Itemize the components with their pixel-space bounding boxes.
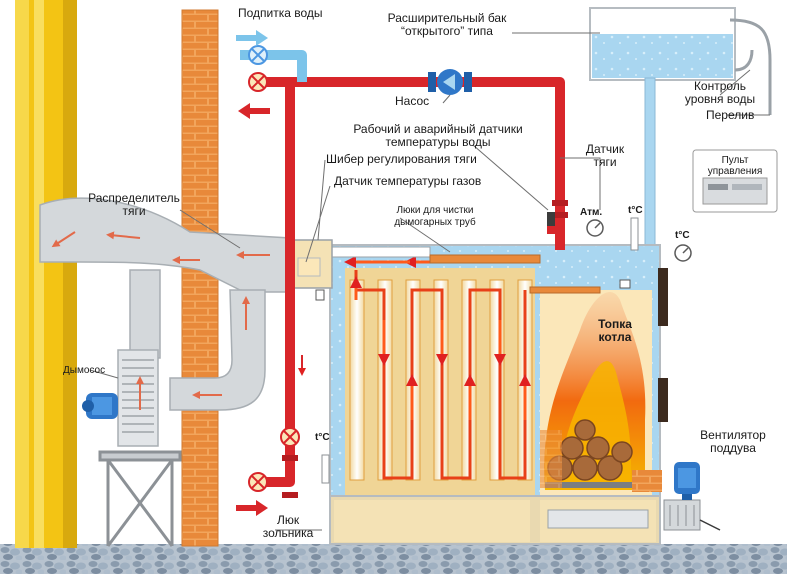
smoke-duct <box>39 197 291 447</box>
label-smoke-exhauster: Дымосос <box>63 365 106 376</box>
label-draft-sensor-2: тяги <box>593 155 617 169</box>
label-level-control-1: Контроль <box>693 79 747 93</box>
motor-icon <box>674 462 700 500</box>
pipe-flanges <box>282 200 568 498</box>
label-fan-1: Вентилятор <box>700 428 766 442</box>
label-temp-gauge-3: t°C <box>315 432 330 443</box>
label-draft-distributor-2: тяги <box>122 204 146 218</box>
chimney <box>15 0 77 548</box>
arrow-icon <box>236 30 306 516</box>
label-hatches-2: дымогарных труб <box>394 217 476 228</box>
firebox-fire <box>540 291 662 492</box>
hatch-right <box>429 254 541 264</box>
label-draft-damper: Шибер регулирования тяги <box>326 152 477 166</box>
label-expansion-tank-2: “открытого” типа <box>401 24 493 38</box>
label-firebox-1: Топка <box>598 317 632 331</box>
temp-sensors <box>315 212 631 301</box>
leader-lines <box>89 32 770 531</box>
hot-pipe <box>265 77 565 487</box>
label-firebox-2: котла <box>598 330 632 344</box>
label-pump: Насос <box>395 94 430 108</box>
label-gas-temp-sensor: Датчик температуры газов <box>334 174 482 188</box>
motor-icon <box>82 393 118 419</box>
smoke-arrows <box>51 231 270 410</box>
air-arrow <box>699 519 721 531</box>
label-fan-2: поддува <box>710 441 756 455</box>
label-draft-sensor-1: Датчик <box>585 142 625 156</box>
hatch-left <box>329 246 431 258</box>
label-temp-gauge-1: t°C <box>628 205 643 216</box>
label-control-panel-1: Пульт <box>721 155 749 166</box>
label-hatches-1: Люки для чистки <box>396 205 474 216</box>
control-panel <box>692 149 778 213</box>
fire-tubes <box>349 279 533 481</box>
label-overflow: Перелив <box>706 108 755 122</box>
label-control-panel-2: управления <box>707 166 763 177</box>
label-ash-hatch-2: зольника <box>262 526 314 540</box>
label-ash-hatch-1: Люк <box>276 513 300 527</box>
gauge-icon <box>586 219 692 262</box>
label-draft-distributor-1: Распределитель <box>88 191 180 205</box>
firebox-baffle <box>529 286 601 294</box>
label-water-feed: Подпитка воды <box>238 6 323 20</box>
gravel-ground <box>0 544 787 574</box>
furnace-doors <box>658 268 668 422</box>
blower-duct <box>547 499 701 531</box>
label-temp-sensors-2: температуры воды <box>385 135 491 149</box>
label-level-control-2: уровня воды <box>684 92 756 106</box>
label-atm: Атм. <box>580 207 603 218</box>
thermometer-icon <box>321 217 639 484</box>
label-expansion-tank-1: Расширительный бак <box>387 11 507 25</box>
exhauster-stand <box>98 450 182 547</box>
valve-icon <box>248 45 300 492</box>
draft-damper <box>297 257 321 277</box>
label-temp-sensors-1: Рабочий и аварийный датчики <box>353 122 523 136</box>
label-temp-gauge-2: t°C <box>675 230 690 241</box>
pump-icon <box>428 69 472 95</box>
brick-wall <box>181 9 219 547</box>
